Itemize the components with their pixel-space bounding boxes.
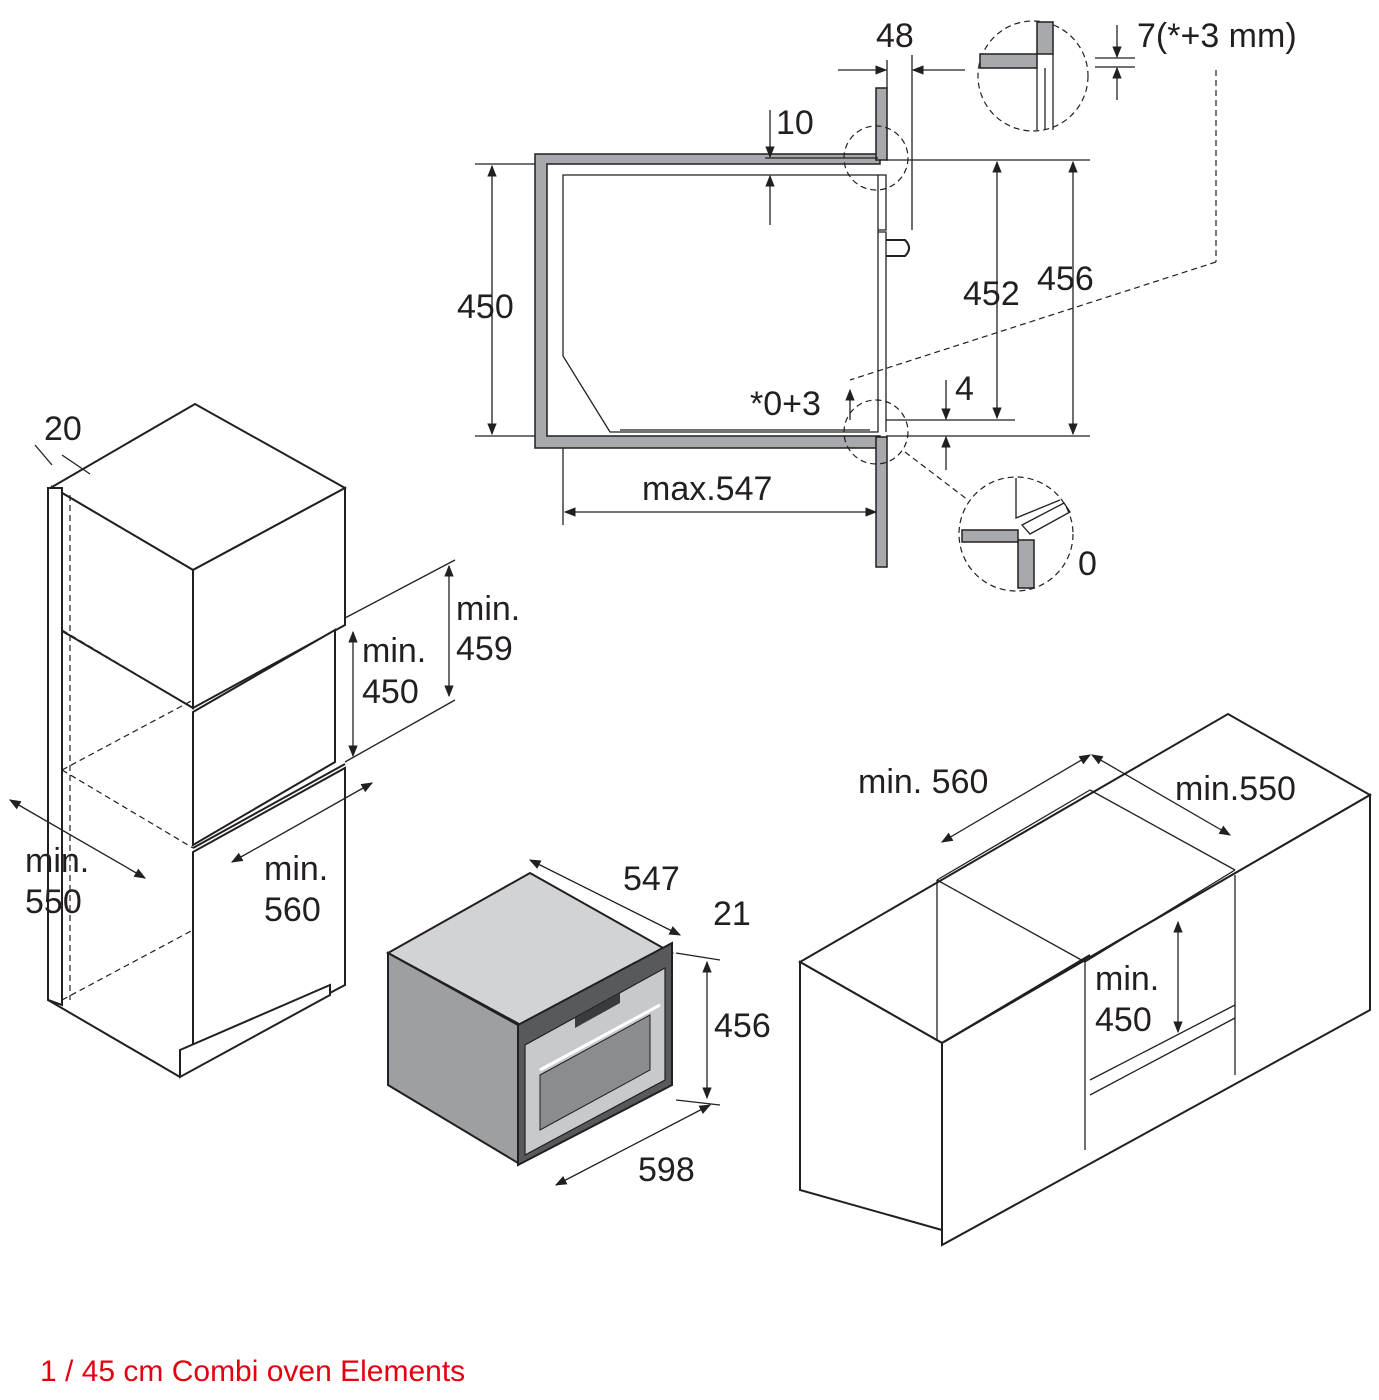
dim-10: 10 bbox=[776, 104, 814, 142]
dim-min560-line2: 560 bbox=[264, 891, 321, 929]
dim-min550-base: min.550 bbox=[1175, 770, 1296, 808]
dim-min450-base-line1: min. bbox=[1095, 960, 1159, 998]
dim-min450-line1: min. bbox=[362, 632, 426, 670]
dim-48: 48 bbox=[876, 17, 914, 55]
figure-caption: 1 / 45 cm Combi oven Elements bbox=[40, 1355, 465, 1388]
dim-min550-line2: 550 bbox=[25, 883, 82, 921]
dim-450-section: 450 bbox=[457, 288, 514, 326]
tall-cabinet-view bbox=[8, 402, 456, 1079]
dim-598: 598 bbox=[638, 1151, 695, 1189]
base-cabinet-view bbox=[797, 712, 1373, 1247]
dim-4: 4 bbox=[955, 370, 974, 408]
oven-view bbox=[385, 859, 721, 1186]
dim-0: 0 bbox=[1078, 545, 1097, 583]
dim-min560-base: min. 560 bbox=[858, 763, 988, 801]
dim-7: 7(*+3 mm) bbox=[1137, 17, 1297, 55]
dim-456-oven: 456 bbox=[714, 1007, 771, 1045]
dim-min560-line1: min. bbox=[264, 850, 328, 888]
dim-min450-base-line2: 450 bbox=[1095, 1001, 1152, 1039]
dim-452: 452 bbox=[963, 275, 1020, 313]
dim-0plus3: *0+3 bbox=[750, 385, 821, 423]
section-view bbox=[475, 20, 1217, 592]
dim-min450-line2: 450 bbox=[362, 673, 419, 711]
dim-547: 547 bbox=[623, 860, 680, 898]
dim-max547: max.547 bbox=[642, 470, 772, 508]
dim-min459-line1: min. bbox=[456, 590, 520, 628]
dim-21: 21 bbox=[713, 895, 751, 933]
dim-20: 20 bbox=[44, 410, 82, 448]
dim-min459-line2: 459 bbox=[456, 630, 513, 668]
dim-min550-line1: min. bbox=[25, 842, 89, 880]
dim-456-section: 456 bbox=[1037, 260, 1094, 298]
